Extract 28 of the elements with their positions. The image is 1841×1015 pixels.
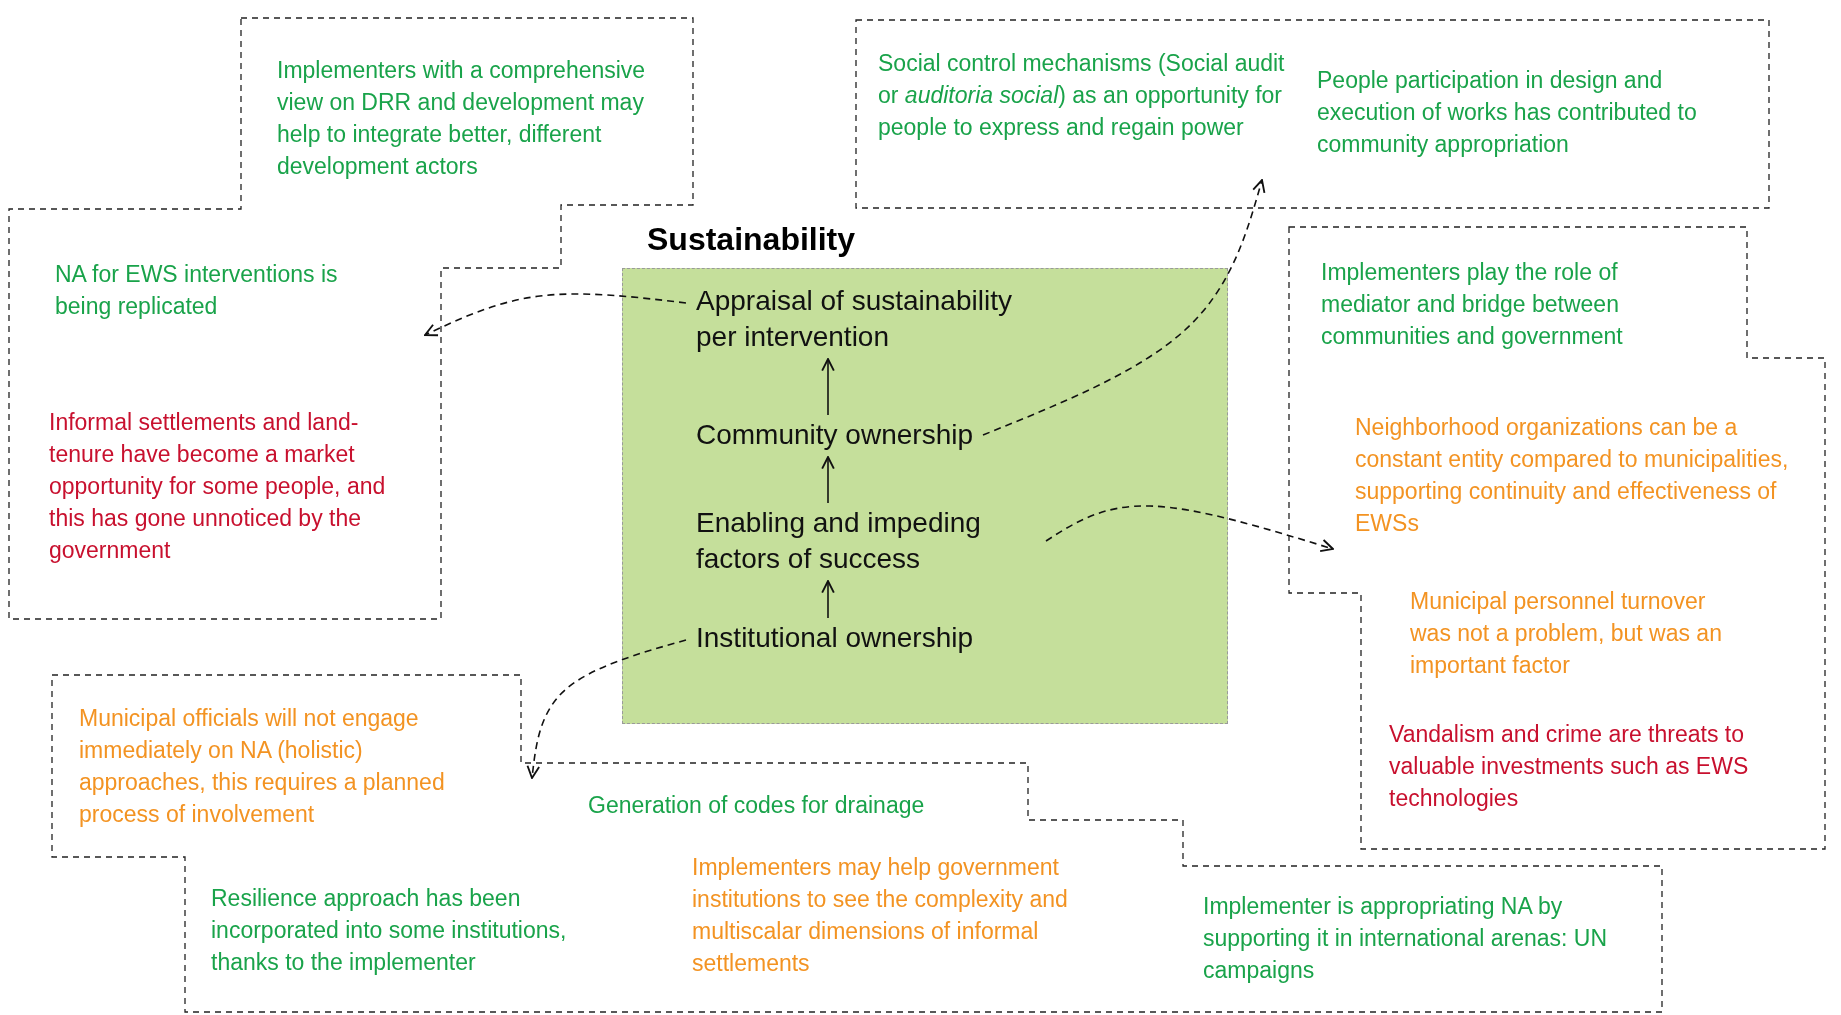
dashed-arrow (982, 179, 1266, 436)
heading: Sustainability (647, 221, 856, 258)
concept-text: Enabling and impeding factors of success (696, 505, 1036, 577)
note-text: People participation in design and execution of works has contributed to community appropriation (1317, 64, 1737, 160)
arrow (821, 358, 835, 416)
note-text: Social control mechanisms (Social audit or auditoria social) as an opportunity for people to express and regain power (878, 47, 1290, 143)
concept-text: Community ownership (696, 417, 973, 453)
note-text: Municipal officials will not engage immediately on NA (holistic) approaches, this requires a planned process of involvement (79, 702, 479, 830)
note-text: Vandalism and crime are threats to valuable investments such as EWS technologies (1389, 718, 1809, 814)
dashed-arrow (526, 639, 687, 779)
note-text: Implementers with a comprehensive view on DRR and development may help to integrate better, different development actors (277, 54, 682, 182)
note-text: NA for EWS interventions is being replicated (55, 258, 355, 322)
note-text: Informal settlements and land-tenure have become a market opportunity for some people, and this has gone unnoticed by the government (49, 406, 419, 566)
dashed-arrow (424, 293, 687, 337)
arrow (821, 580, 835, 619)
note-text: Neighborhood organizations can be a constant entity compared to municipalities, supporting continuity and effectiveness of EWSs (1355, 411, 1795, 539)
arrow (821, 456, 835, 504)
note-text: Municipal personnel turnover was not a problem, but was an important factor (1410, 585, 1740, 681)
note-text: Generation of codes for drainage (588, 789, 988, 821)
note-text: Resilience approach has been incorporated into some institutions, thanks to the implementer (211, 882, 631, 978)
concept-text: Institutional ownership (696, 620, 974, 656)
dashed-arrow (1045, 505, 1334, 553)
note-text: Implementer is appropriating NA by supporting it in international arenas: UN campaigns (1203, 890, 1643, 986)
note-text: Implementers play the role of mediator and bridge between communities and government (1321, 256, 1701, 352)
note-text: Implementers may help government institutions to see the complexity and multiscalar dimensions of informal settlements (692, 851, 1142, 979)
dashed-region (856, 20, 1769, 208)
concept-text: Appraisal of sustainability per intervention (696, 283, 1056, 355)
dashed-region (1289, 227, 1825, 849)
